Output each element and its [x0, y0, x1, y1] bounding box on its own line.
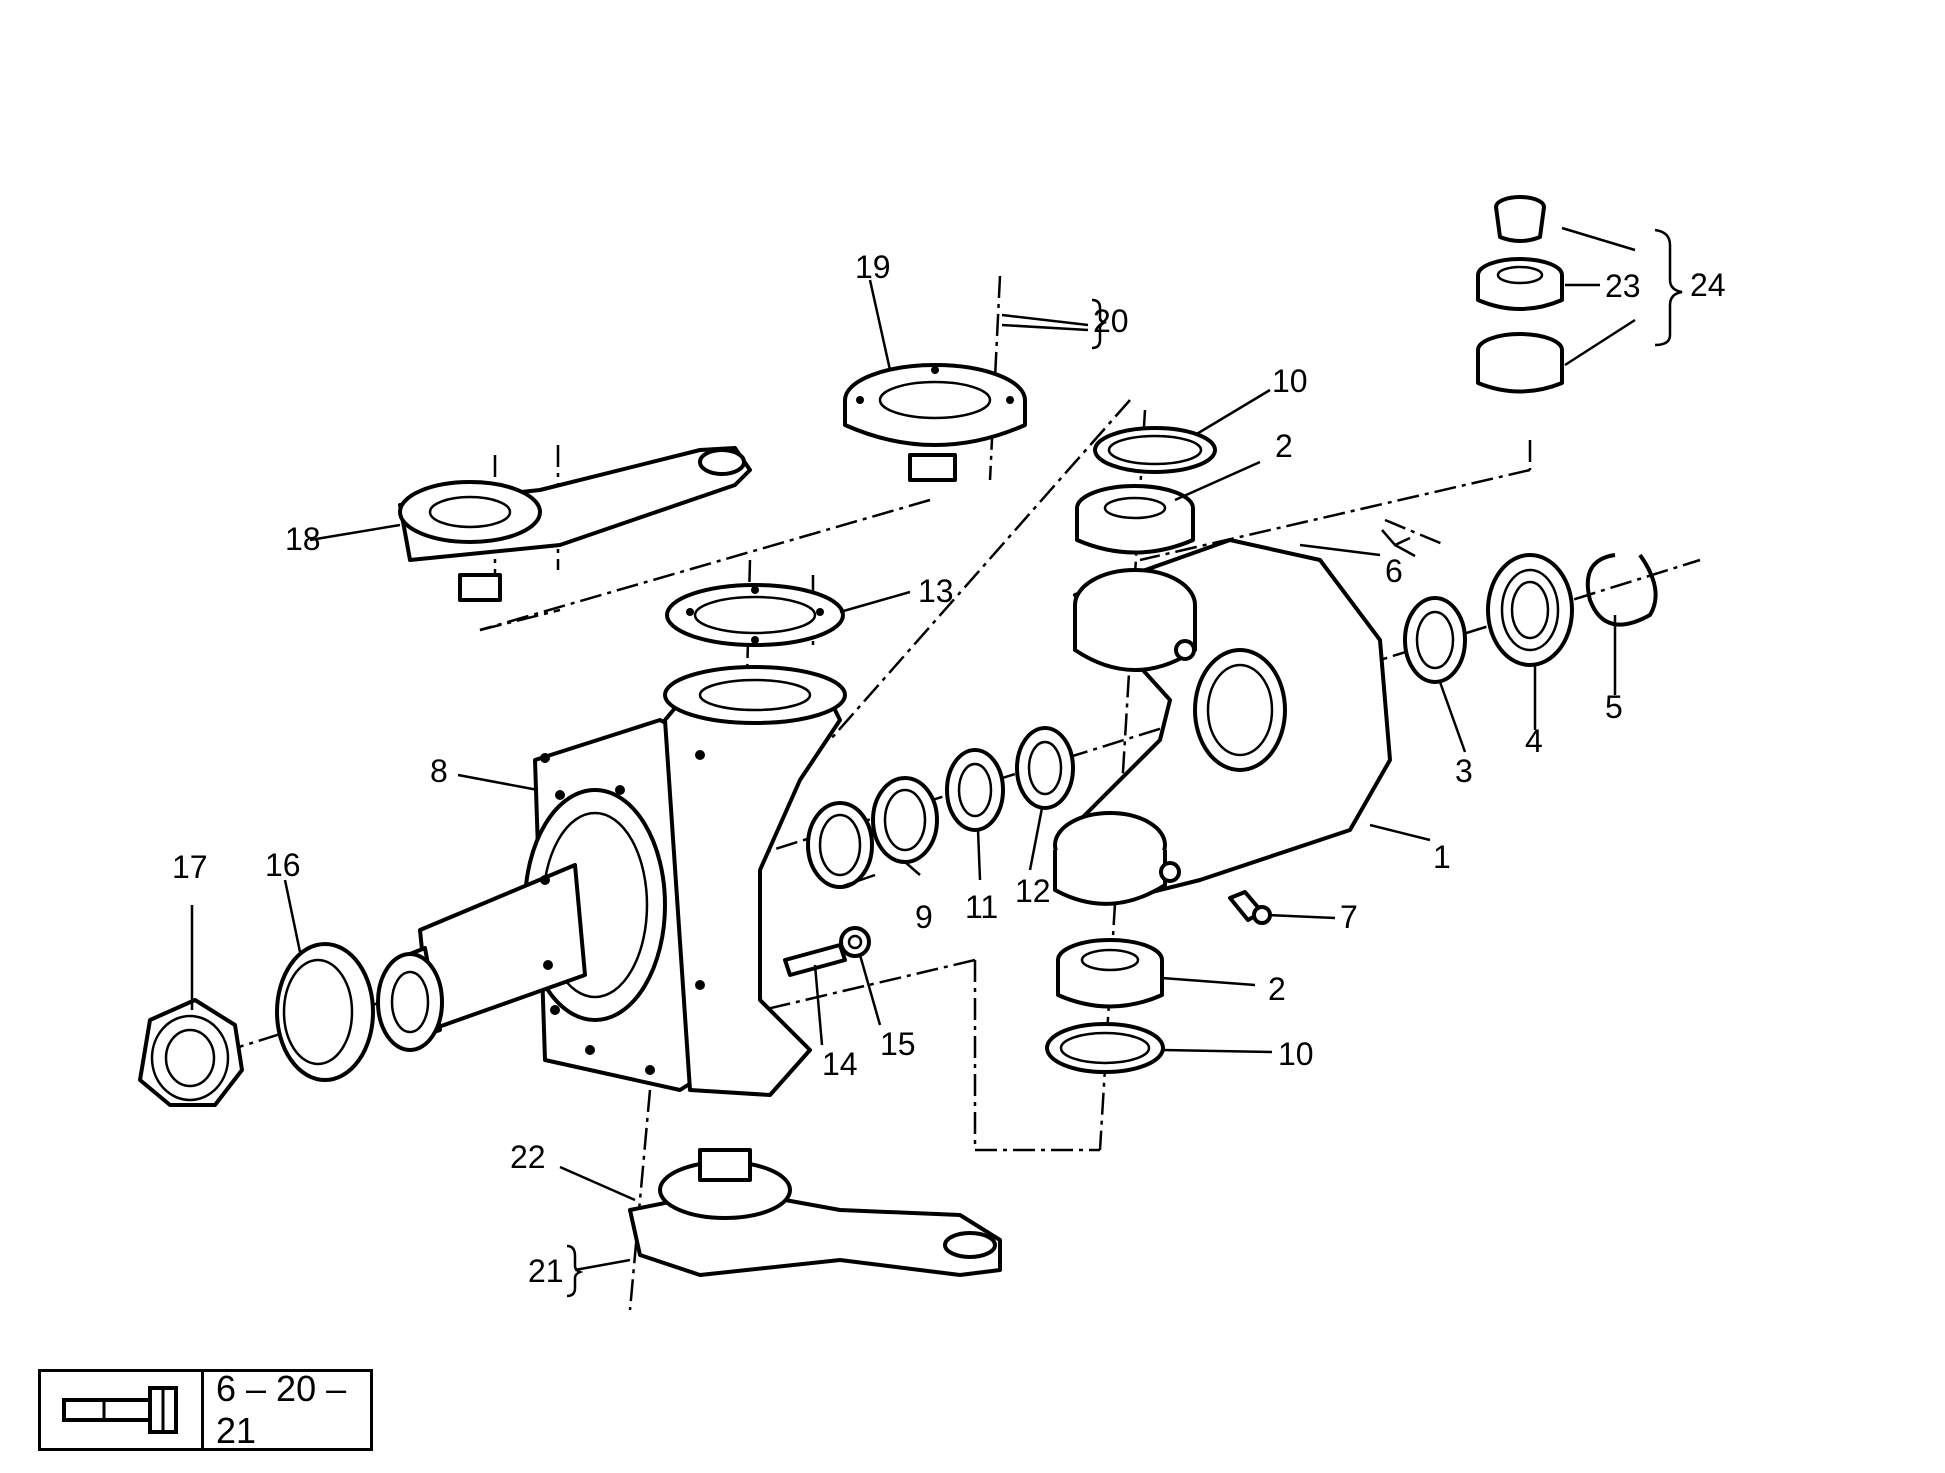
group-brackets — [566, 228, 1683, 1298]
callout-10-upper: 10 — [1272, 363, 1308, 399]
callout-labels: 1 2 2 3 4 5 6 7 8 9 10 10 11 12 13 14 15… — [172, 249, 1726, 1289]
lower-bearing — [1056, 938, 1164, 1009]
callout-22: 22 — [510, 1139, 546, 1175]
oil-seal — [1403, 596, 1467, 684]
callout-17: 17 — [172, 849, 208, 885]
callout-11: 11 — [965, 889, 998, 925]
callout-23: 23 — [1605, 268, 1641, 304]
circlip — [1585, 553, 1658, 627]
callout-16: 16 — [265, 847, 301, 883]
callout-8: 8 — [430, 753, 448, 789]
spacer-rings — [945, 726, 1075, 832]
callout-1: 1 — [1433, 839, 1451, 875]
king-pin-cap — [843, 363, 1027, 482]
callout-7: 7 — [1340, 899, 1358, 935]
bush-set — [1476, 195, 1564, 394]
callout-9: 9 — [915, 899, 933, 935]
callout-3: 3 — [1455, 753, 1473, 789]
callout-18: 18 — [285, 521, 321, 557]
reference-code: 6 – 20 – 21 — [216, 1368, 347, 1451]
stud-and-nut — [783, 926, 871, 977]
steering-knuckle — [376, 665, 847, 1097]
callout-24: 24 — [1690, 267, 1726, 303]
upper-bearing — [1075, 484, 1195, 555]
upper-steering-arm — [398, 446, 752, 602]
needle-bearings — [806, 776, 939, 889]
callout-6: 6 — [1385, 553, 1403, 589]
callout-12: 12 — [1015, 873, 1051, 909]
reference-box: 6 – 20 – 21 — [38, 1368, 373, 1451]
bolt-icon — [41, 1372, 204, 1448]
callout-5: 5 — [1605, 689, 1623, 725]
callout-10-lower: 10 — [1278, 1036, 1314, 1072]
callout-13: 13 — [918, 573, 954, 609]
callout-2-upper: 2 — [1275, 428, 1293, 464]
callout-14: 14 — [822, 1046, 858, 1082]
callout-20: 20 — [1093, 303, 1129, 339]
hex-nut — [138, 998, 244, 1107]
upper-seal — [1093, 426, 1217, 474]
lower-steering-arm — [628, 1148, 1002, 1277]
seal-ring — [275, 942, 375, 1082]
callout-2-lower: 2 — [1268, 971, 1286, 1007]
lower-seal — [1045, 1022, 1165, 1074]
leader-lines — [190, 226, 1636, 1272]
swivel-housing — [1053, 538, 1392, 906]
ball-bearing — [1486, 553, 1574, 667]
gasket — [665, 583, 845, 647]
grease-nipple — [1228, 890, 1272, 925]
callout-15: 15 — [880, 1026, 916, 1062]
callout-21: 21 — [528, 1253, 564, 1289]
callout-19: 19 — [855, 249, 891, 285]
callout-4: 4 — [1525, 723, 1543, 759]
